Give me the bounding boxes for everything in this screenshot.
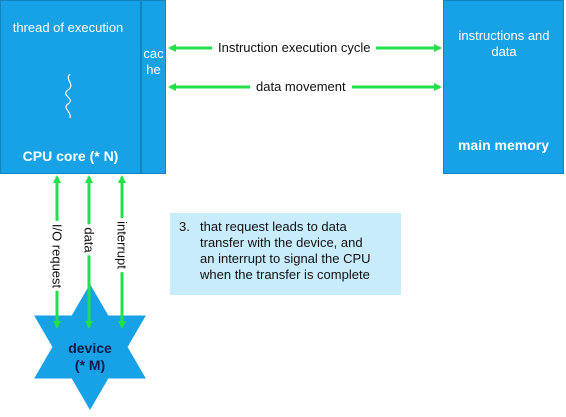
cache-label: cache [143,46,164,77]
note-line: that request leads to data [200,219,347,234]
main-memory-label: main memory [457,137,550,153]
step-number: 3. [179,219,190,234]
data-label: data [81,224,97,256]
note-line: an interrupt to signal the CPU [200,251,371,266]
device-star-shape [34,284,146,410]
thread-squiggle-icon [65,73,72,119]
data-movement-label: data movement [250,79,352,94]
memory-contents-label: instructions and data [458,28,550,59]
device-label: device [68,340,112,356]
io-request-label: I/O request [49,220,65,292]
note-line: transfer with the device, and [200,235,363,250]
cache-box [141,0,166,174]
interrupt-label: interrupt [114,218,130,272]
step-note: 3. that request leads to data transfer w… [170,213,401,295]
execution-cycle-label: Instruction execution cycle [212,40,377,55]
main-memory-box [443,0,564,174]
thread-of-execution-label: thread of execution [12,20,124,35]
cpu-core-label: CPU core (* N) [22,148,119,164]
device-count-label: (* M) [74,357,106,373]
note-line: when the transfer is complete [200,267,370,282]
